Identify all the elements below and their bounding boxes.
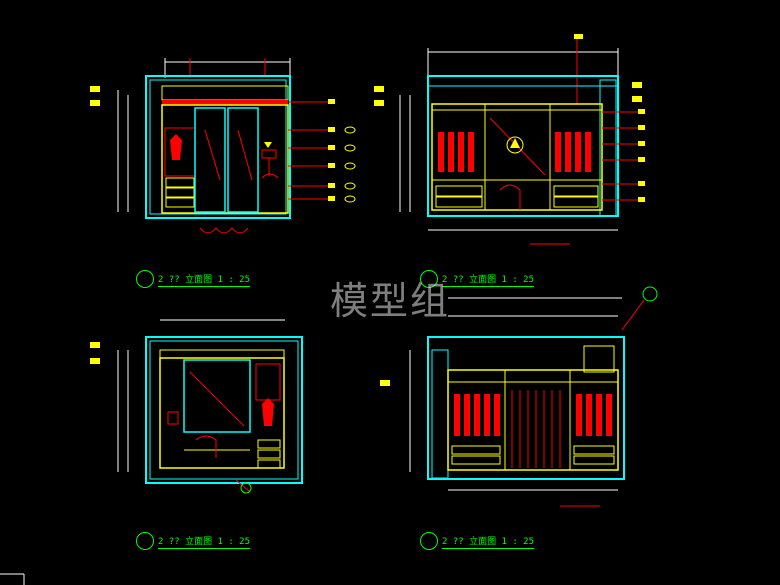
elevation-top-left	[90, 58, 356, 234]
elevation-bottom-left	[90, 319, 303, 494]
elevation-top-right	[374, 34, 645, 245]
caption-top-left: 2 ?? 立面图 1 : 25	[136, 270, 251, 288]
elevation-bottom-right	[380, 286, 658, 507]
caption-bottom-right: 2 ?? 立面图 1 : 25	[420, 532, 535, 550]
caption-bottom-left: 2 ?? 立面图 1 : 25	[136, 532, 251, 550]
caption-top-right: 2 ?? 立面图 1 : 25	[420, 270, 535, 288]
